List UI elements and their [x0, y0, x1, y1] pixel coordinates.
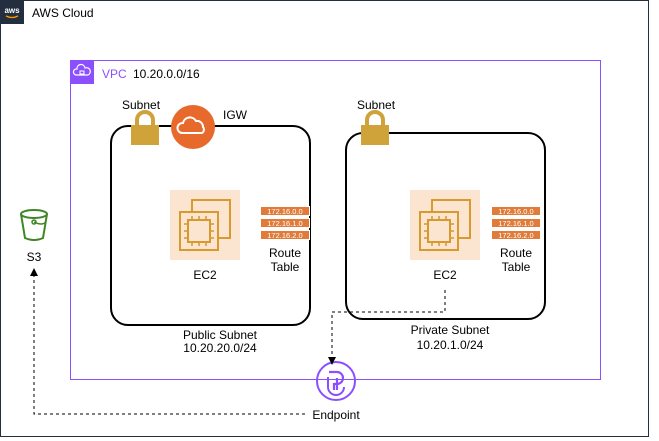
- private-subnet-name: Private Subnet: [410, 323, 490, 337]
- private-ec2-label: EC2: [433, 268, 457, 282]
- aws-cloud-icon: aws: [0, 0, 24, 24]
- private-subnet-tag: Subnet: [357, 98, 396, 112]
- aws-cloud-label: AWS Cloud: [32, 6, 94, 20]
- s3-label: S3: [26, 250, 42, 264]
- internet-gateway-icon: [171, 105, 215, 149]
- lock-icon: [361, 110, 389, 145]
- vpc-group: [70, 60, 601, 380]
- public-subnet-name: Public Subnet: [182, 328, 258, 342]
- vpc-cidr: 10.20.0.0/16: [133, 67, 200, 81]
- public-subnet-tag: Subnet: [122, 98, 161, 112]
- ec2-icon: [410, 190, 480, 260]
- route-row: 172.16.1.0: [260, 218, 310, 228]
- igw-label: IGW: [223, 108, 247, 122]
- route-row: 172.16.2.0: [260, 230, 310, 240]
- aws-cloud-group: [0, 0, 649, 437]
- route-row: 172.16.2.0: [491, 230, 541, 240]
- route-row: 172.16.1.0: [491, 218, 541, 228]
- public-ec2-label: EC2: [193, 268, 217, 282]
- route-row: 172.16.0.0: [491, 206, 541, 216]
- public-route-table: 172.16.0.0 172.16.1.0 172.16.2.0: [260, 206, 310, 240]
- public-route-table-label-2: Table: [270, 260, 300, 274]
- ec2-to-endpoint-connector: [328, 290, 446, 365]
- private-route-table-label-2: Table: [501, 260, 531, 274]
- private-subnet-cidr: 10.20.1.0/24: [416, 338, 484, 352]
- public-subnet-cidr: 10.20.20.0/24: [183, 341, 257, 355]
- vpc-endpoint-icon: [316, 361, 356, 401]
- endpoint-to-s3-connector: [30, 268, 305, 415]
- private-route-table: 172.16.0.0 172.16.1.0 172.16.2.0: [491, 206, 541, 240]
- s3-bucket-icon: [20, 209, 48, 241]
- vpc-icon: [70, 60, 94, 84]
- public-route-table-label-1: Route: [268, 246, 302, 260]
- lock-icon: [131, 110, 159, 145]
- route-row: 172.16.0.0: [260, 206, 310, 216]
- private-subnet-box: [345, 132, 546, 320]
- ec2-icon: [170, 190, 240, 260]
- endpoint-label: Endpoint: [312, 408, 360, 422]
- vpc-label: VPC: [102, 67, 127, 81]
- private-route-table-label-1: Route: [499, 246, 533, 260]
- svg-text:aws: aws: [4, 6, 20, 15]
